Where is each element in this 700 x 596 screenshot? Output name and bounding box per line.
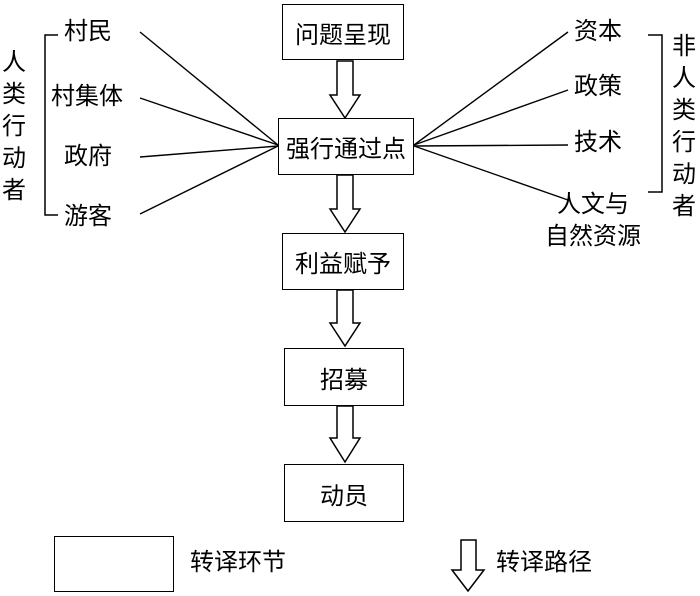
node-mobilization: 动员 (284, 464, 404, 522)
arrow-3 (328, 289, 362, 348)
nonhuman-bracket (648, 34, 663, 193)
link-villagers (139, 31, 279, 146)
actor-tourists: 游客 (64, 202, 112, 230)
human-actors-title: 人类行动者 (2, 48, 26, 204)
arrow-4 (328, 405, 362, 464)
link-collective (139, 97, 279, 146)
actor-village-collective: 村集体 (51, 82, 123, 110)
node-enrolment: 招募 (284, 348, 404, 406)
link-technology (413, 144, 569, 147)
arrow-1 (328, 60, 362, 120)
node-interessement: 利益赋予 (282, 233, 404, 290)
node-obligatory-passage-point: 强行通过点 (278, 118, 414, 175)
link-tourists (139, 145, 279, 215)
legend-box-label: 转译环节 (190, 548, 286, 576)
legend-arrow-label: 转译路径 (496, 548, 592, 576)
actor-nature-line2: 自然资源 (545, 222, 641, 250)
actor-capital: 资本 (574, 17, 622, 45)
link-capital (413, 31, 569, 146)
link-policy (413, 89, 569, 146)
human-bracket (44, 34, 58, 216)
link-government (139, 145, 279, 158)
actor-policy: 政策 (574, 72, 622, 100)
legend-arrow-icon (450, 539, 486, 593)
legend-box-icon (54, 536, 174, 592)
actor-government: 政府 (64, 142, 112, 170)
actor-technology: 技术 (574, 128, 622, 156)
nonhuman-actors-title: 非人类行动者 (672, 32, 696, 220)
arrow-2 (328, 174, 362, 234)
actor-villagers: 村民 (64, 17, 112, 45)
link-culture-nature (413, 145, 569, 201)
actor-culture-line1: 人文与 (557, 190, 629, 218)
node-problem-presentation: 问题呈现 (282, 4, 404, 60)
